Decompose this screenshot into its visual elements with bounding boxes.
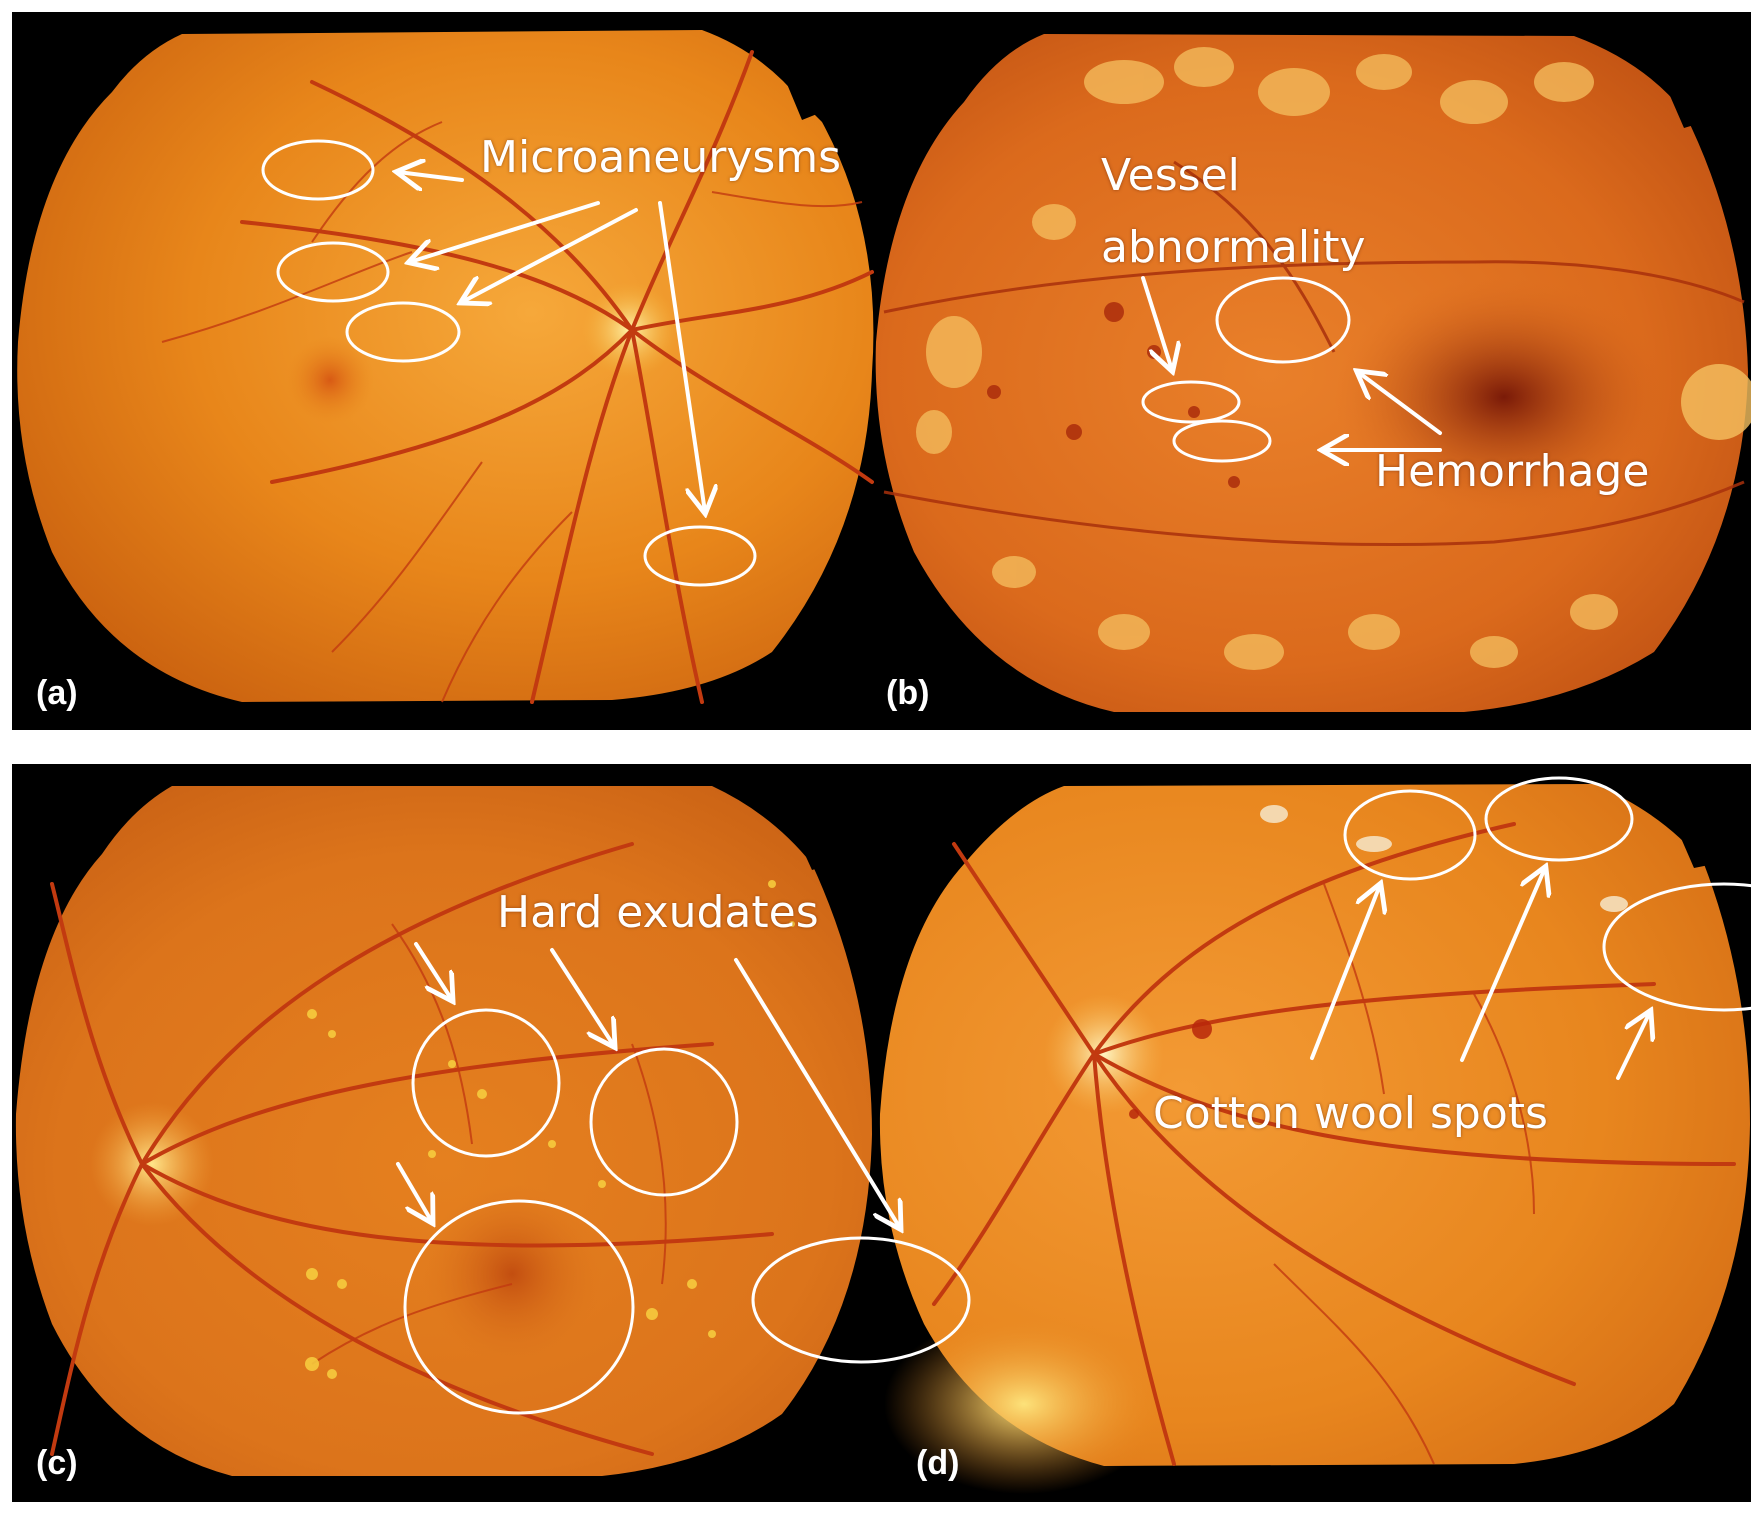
- panel-a: [12, 12, 874, 730]
- fundus-image-c: [15, 786, 872, 1476]
- fundus-image-b: [875, 34, 1751, 712]
- panel-label-d: (d): [916, 1444, 960, 1482]
- label-hemorrhage: Hemorrhage: [1375, 446, 1650, 497]
- label-microaneurysms: Microaneurysms: [480, 132, 842, 183]
- panel-label-c: (c): [36, 1444, 78, 1482]
- label-cotton-wool-spots: Cotton wool spots: [1153, 1088, 1548, 1139]
- fundus-image-a: [17, 30, 874, 704]
- panel-label-a: (a): [36, 674, 78, 712]
- label-vessel: Vessel: [1101, 150, 1240, 201]
- label-abnormality: abnormality: [1101, 222, 1366, 273]
- panel-c: [12, 764, 874, 1502]
- label-hard-exudates: Hard exudates: [497, 887, 819, 938]
- panel-b: [874, 12, 1751, 730]
- panel-label-b: (b): [886, 674, 930, 712]
